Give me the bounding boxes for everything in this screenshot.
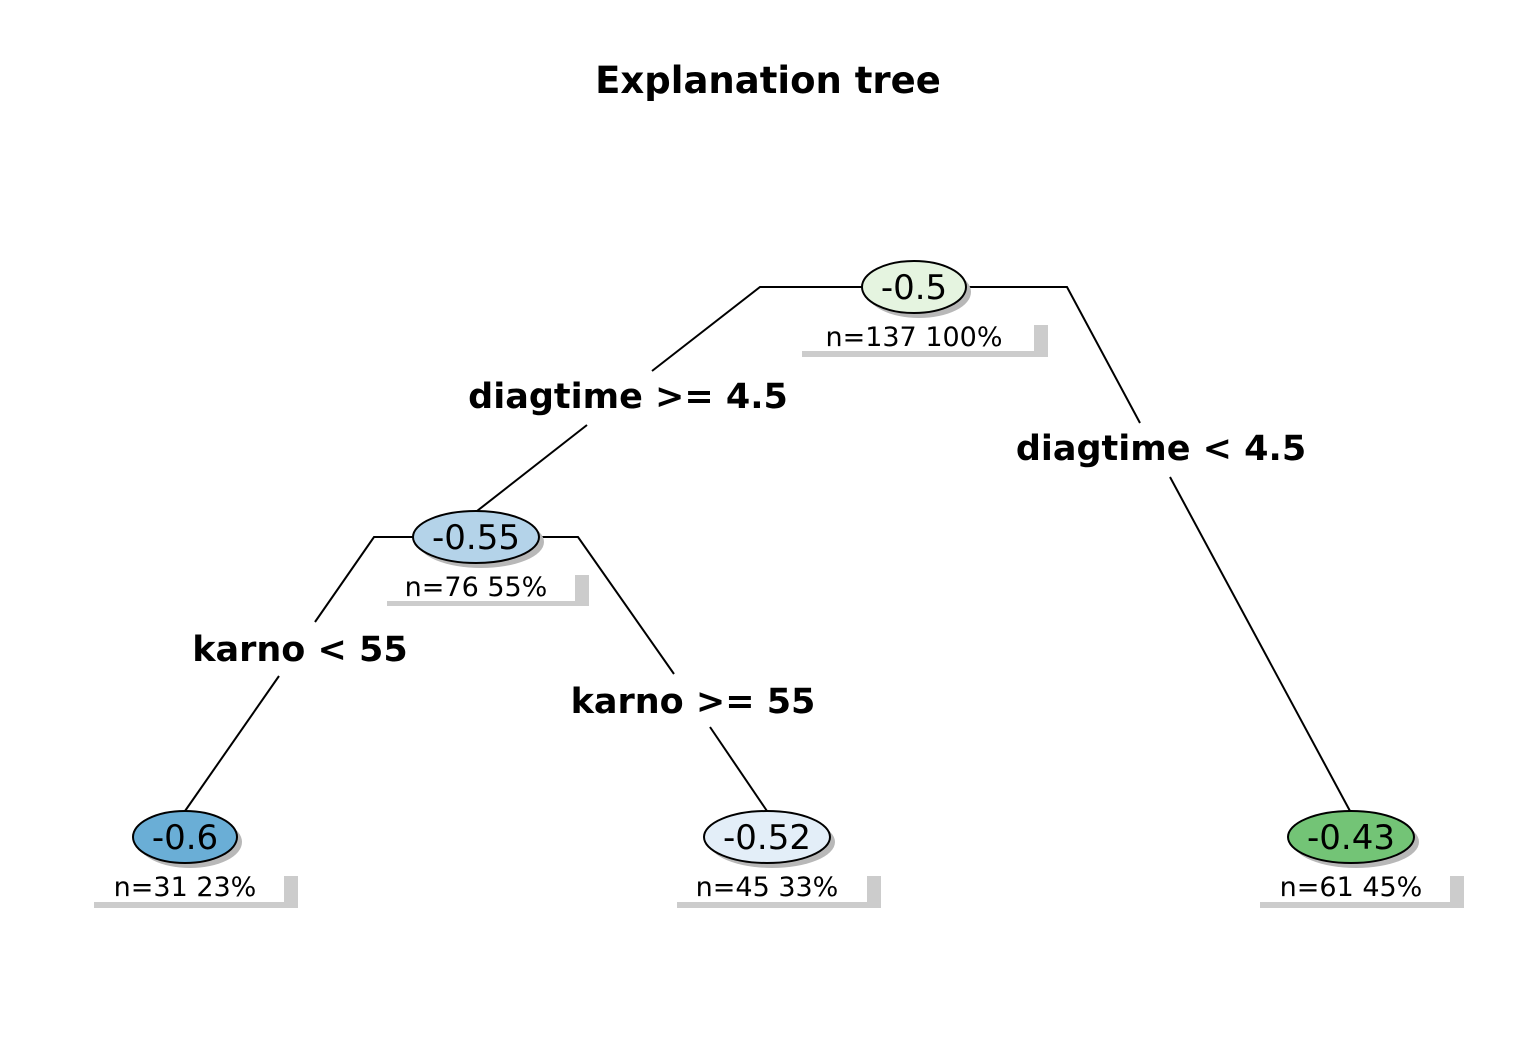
- tree-node-left: -0.55 n=76 55%: [382, 510, 589, 606]
- edge-root-right-upper: [966, 286, 1141, 424]
- diagram-title: Explanation tree: [595, 59, 941, 102]
- tree-edges: [184, 286, 1351, 812]
- node-value-ll: -0.6: [152, 818, 218, 858]
- edge-root-left-lower: [476, 424, 588, 512]
- node-value-right: -0.43: [1307, 818, 1395, 858]
- tree-node-leaf-ll: -0.6 n=31 23%: [90, 810, 298, 908]
- node-oval-ll: [132, 810, 238, 864]
- edge-left-ll-lower: [184, 675, 280, 812]
- node-info-lr: n=45 33%: [696, 872, 839, 903]
- split-label-diagtime-ge: diagtime >= 4.5: [468, 377, 788, 417]
- node-oval-lr: [703, 810, 831, 864]
- node-value-lr: -0.52: [723, 818, 811, 858]
- edge-left-lr-upper: [539, 536, 675, 675]
- edge-left-lr-lower: [709, 726, 768, 812]
- tree-node-leaf-right: -0.43 n=61 45%: [1256, 810, 1464, 908]
- edge-left-ll-upper: [314, 536, 413, 623]
- node-oval-root: [861, 260, 967, 314]
- split-label-karno-lt: karno < 55: [192, 630, 408, 670]
- node-info-right: n=61 45%: [1280, 872, 1423, 903]
- node-info-ll: n=31 23%: [114, 872, 257, 903]
- node-oval-right: [1287, 810, 1415, 864]
- split-label-diagtime-lt: diagtime < 4.5: [1016, 429, 1306, 469]
- split-label-karno-ge: karno >= 55: [571, 682, 816, 722]
- node-info-left: n=76 55%: [405, 572, 548, 603]
- edge-root-left-upper: [651, 286, 862, 372]
- tree-node-leaf-lr: -0.52 n=45 33%: [673, 810, 881, 908]
- node-oval-left: [412, 510, 540, 564]
- node-value-root: -0.5: [881, 268, 947, 308]
- node-info-root: n=137 100%: [825, 322, 1002, 353]
- edge-root-right-lower: [1169, 476, 1351, 812]
- tree-node-root: -0.5 n=137 100%: [798, 260, 1048, 357]
- node-value-left: -0.55: [432, 518, 520, 558]
